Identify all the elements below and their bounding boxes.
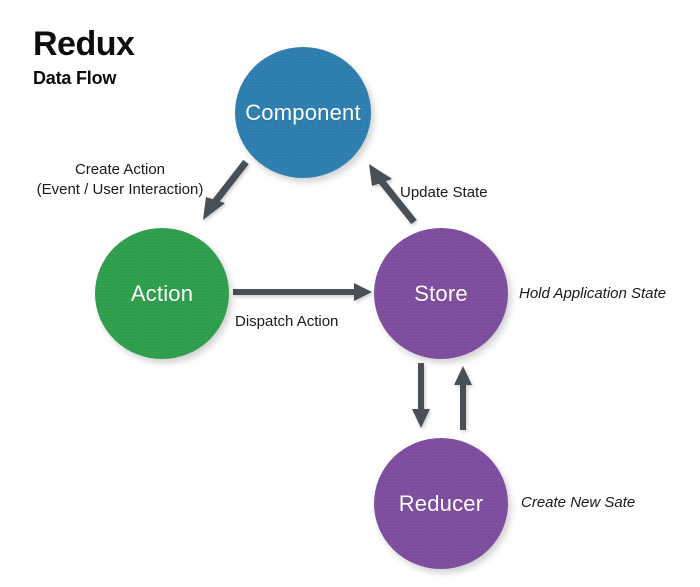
arrow-store-to-component [369,164,417,225]
node-action-label: Action [130,280,194,306]
edge-label-create-action-line1: Create Action [74,161,166,178]
page-title: Redux [33,25,135,63]
arrow-reducer-to-store [454,366,472,430]
edge-label-create-action-line2: (Event / User Interaction) [36,181,204,199]
arrow-store-to-reducer [412,363,430,428]
node-reducer[interactable]: Reducer [374,438,508,569]
arrow-component-to-action [203,159,249,220]
edge-label-create-action: Create Action (Event / User Interaction) [20,160,220,201]
edge-label-update-state: Update State [400,184,488,201]
node-reducer-label: Reducer [398,490,484,516]
arrow-action-to-store [233,283,372,301]
node-store[interactable]: Store [374,228,508,359]
page-subtitle: Data Flow [33,68,117,88]
node-component[interactable]: Component [235,47,371,178]
annotation-create-new-sate: Create New Sate [521,494,636,511]
edge-label-dispatch-action: Dispatch Action [235,313,339,330]
annotation-hold-application-state: Hold Application State [519,285,667,302]
node-action[interactable]: Action [95,228,229,359]
node-store-label: Store [414,280,468,306]
node-component-label: Component [245,99,361,125]
diagram-title-block: Redux Data Flow [33,25,135,88]
